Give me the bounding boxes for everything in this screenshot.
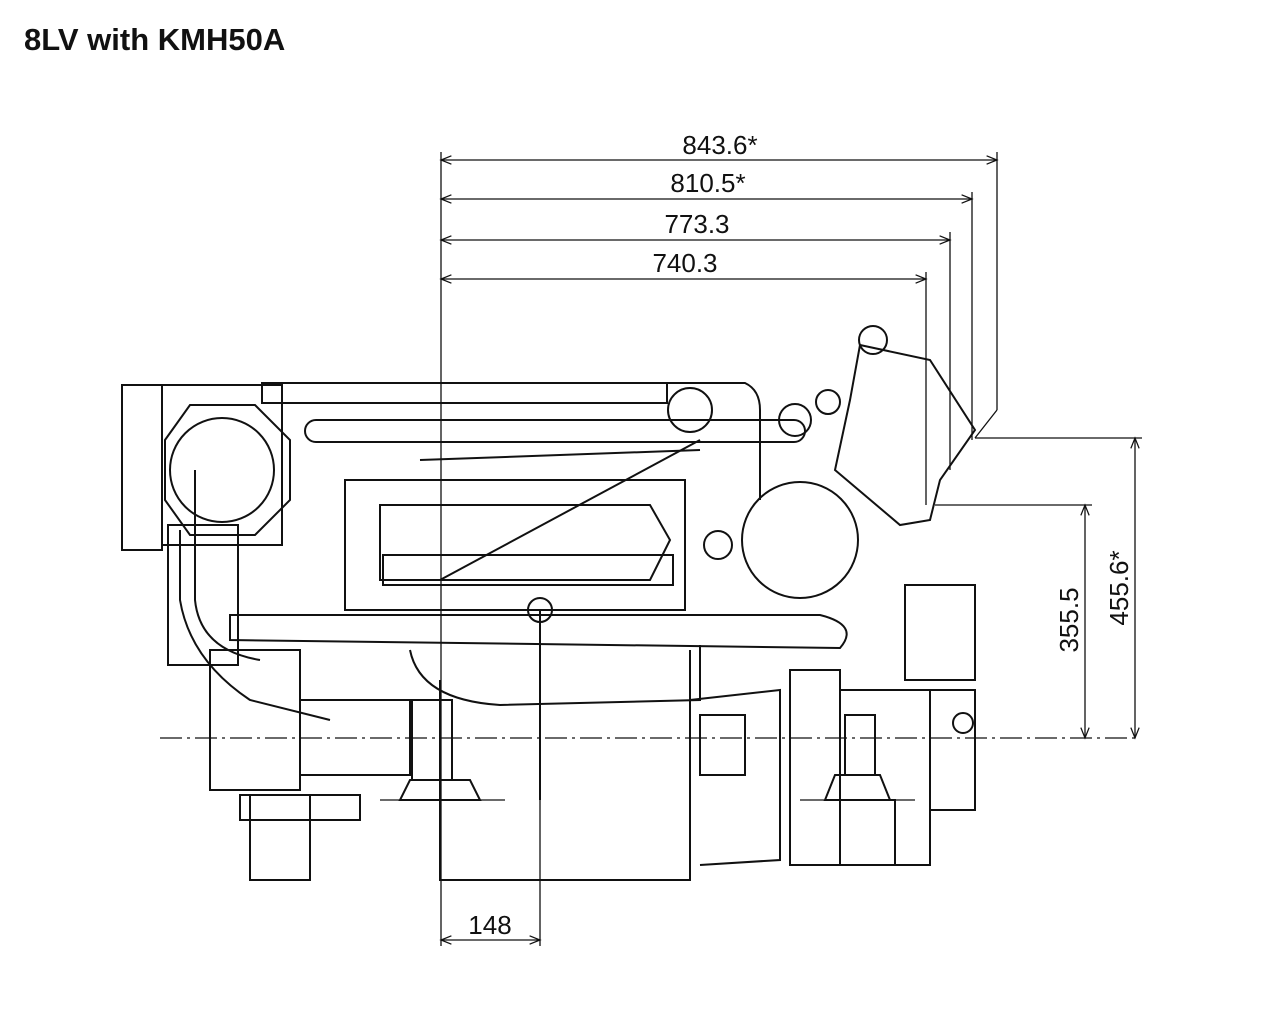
- dim-773-3: 773.3: [664, 209, 729, 239]
- drawing-title: 8LV with KMH50A: [24, 22, 286, 57]
- dim-455-6: 455.6*: [1104, 550, 1134, 625]
- extension-lines: [440, 152, 1142, 946]
- engine-outline: [121, 325, 977, 881]
- dim-810-5: 810.5*: [670, 168, 745, 198]
- dim-148: 148: [468, 910, 511, 940]
- dim-740-3: 740.3: [652, 248, 717, 278]
- dimension-lines: [439, 155, 1140, 945]
- dim-843-6: 843.6*: [682, 130, 757, 160]
- dim-355-5: 355.5: [1054, 587, 1084, 652]
